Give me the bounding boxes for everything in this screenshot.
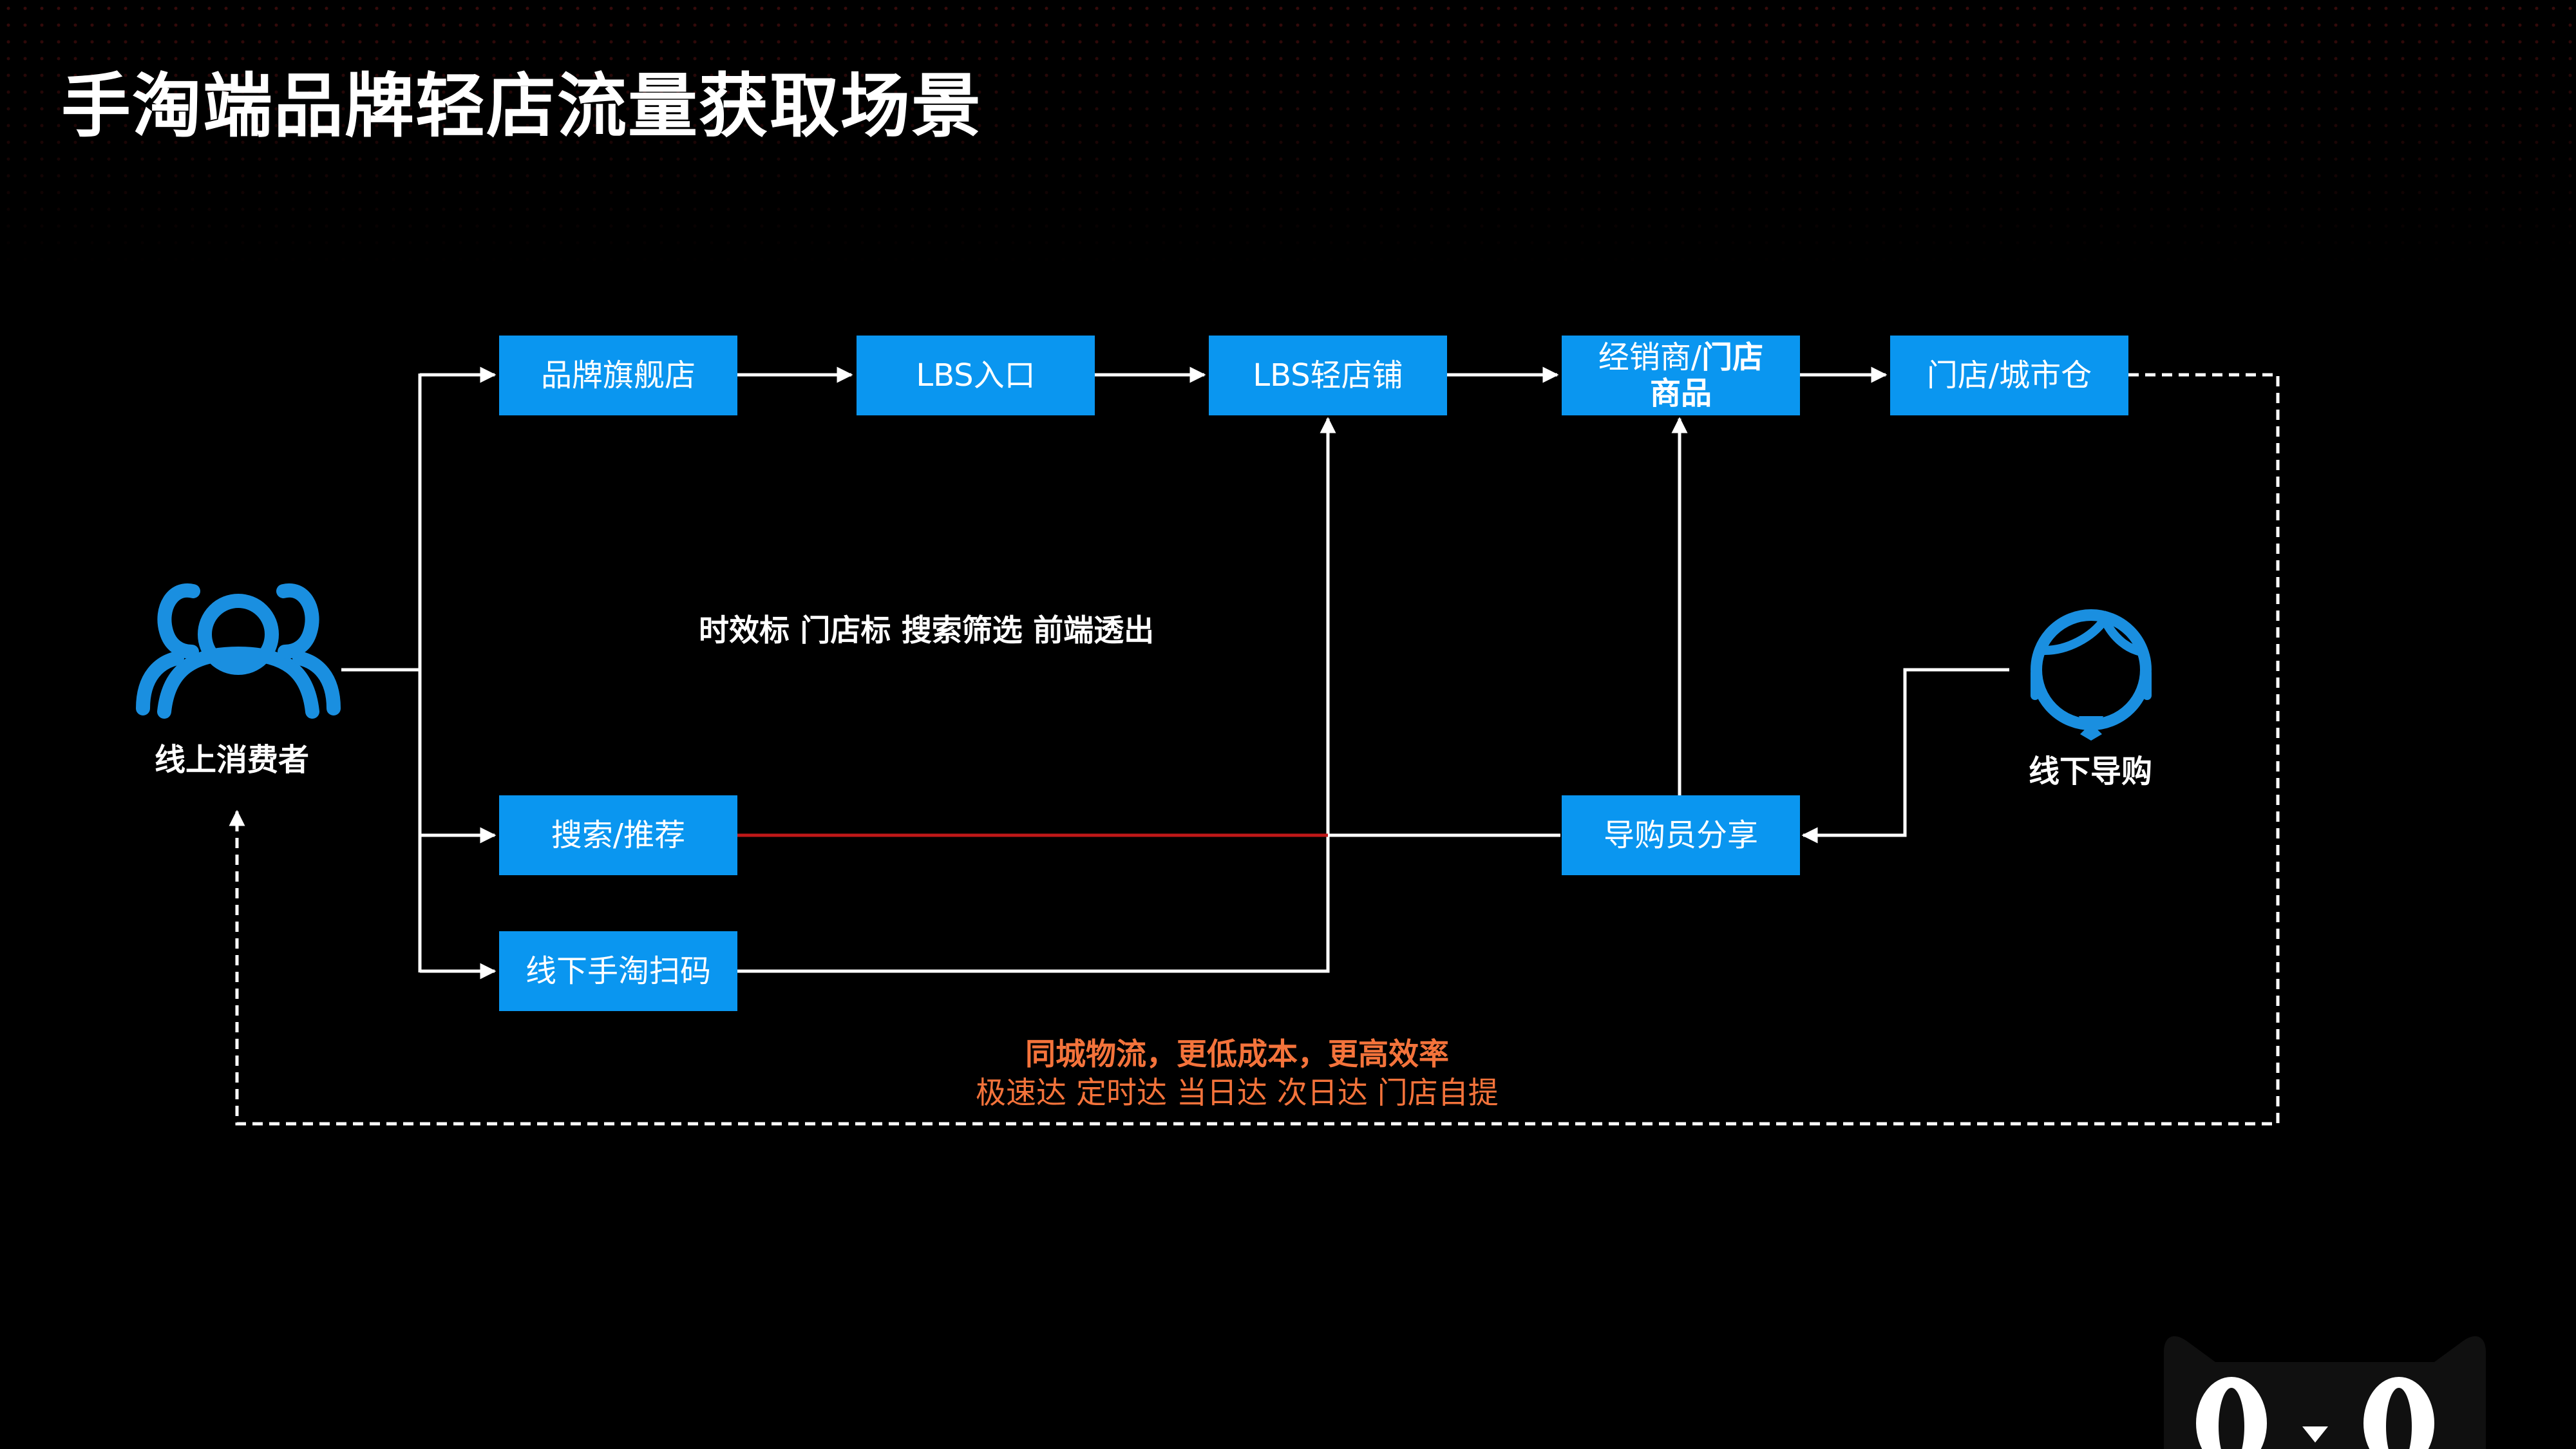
- node-dealer-label-prefix: 经销商/: [1598, 339, 1702, 375]
- node-offline-scan-label: 线下手淘扫码: [525, 953, 711, 989]
- node-dealer-label-store: 门店: [1701, 339, 1764, 375]
- node-lbs-light-store-label: LBS轻店铺: [1253, 357, 1403, 393]
- node-guide-share: 导购员分享: [1562, 795, 1800, 875]
- node-lbs-entry: LBS入口: [857, 336, 1095, 415]
- node-dealer-store-goods-line1: 经销商/门店: [1598, 339, 1763, 375]
- node-dealer-store-goods: 经销商/门店 商品: [1562, 336, 1800, 415]
- node-search-recommend-label: 搜索/推荐: [551, 817, 686, 853]
- arrow-offline-guide-to-guide-share: [1801, 668, 2009, 844]
- node-brand-flagship: 品牌旗舰店: [499, 336, 737, 415]
- node-store-city-warehouse: 门店/城市仓: [1890, 336, 2128, 415]
- node-brand-flagship-label: 品牌旗舰店: [540, 357, 696, 393]
- node-lbs-entry-label: LBS入口: [916, 357, 1036, 393]
- shopping-guide-icon: [2031, 609, 2152, 741]
- node-dealer-label-goods: 商品: [1649, 375, 1712, 412]
- dot-pattern-background: [0, 0, 2576, 270]
- node-lbs-light-store: LBS轻店铺: [1209, 336, 1447, 415]
- dashed-loop-logistics: [229, 373, 2280, 1126]
- cat-logo-icon: [2164, 1336, 2486, 1449]
- node-offline-scan: 线下手淘扫码: [499, 931, 737, 1011]
- online-consumer-label: 线上消费者: [155, 742, 310, 778]
- node-search-recommend: 搜索/推荐: [499, 795, 737, 875]
- arrow-scan-to-lbs-store: [737, 417, 1336, 973]
- people-group-icon: [136, 583, 341, 719]
- page-title: 手淘端品牌轻店流量获取场景: [61, 66, 983, 147]
- logistics-options: 极速达 定时达 当日达 次日达 门店自提: [976, 1075, 1499, 1111]
- offline-guide-label: 线下导购: [2029, 753, 2153, 790]
- logistics-headline: 同城物流，更低成本，更高效率: [1025, 1037, 1449, 1072]
- features-annotation: 时效标 门店标 搜索筛选 前端透出: [699, 613, 1155, 649]
- node-store-city-warehouse-label: 门店/城市仓: [1926, 357, 2092, 393]
- node-guide-share-label: 导购员分享: [1603, 817, 1758, 853]
